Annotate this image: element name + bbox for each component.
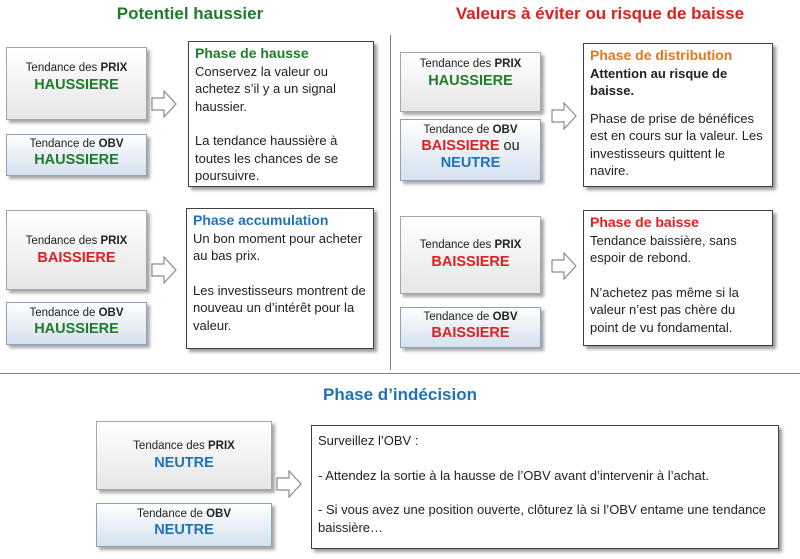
arrow-right-icon	[151, 256, 177, 284]
arrow-right-icon	[551, 102, 577, 130]
obv-box-hausse: Tendance de OBV HAUSSIERE	[6, 134, 147, 176]
phase-title: Phase accumulation	[193, 212, 329, 228]
obv-label: Tendance de OBV	[29, 307, 124, 319]
desc-phase-hausse: Phase de hausse Conservez la valeur ou a…	[188, 41, 374, 187]
vertical-divider	[390, 35, 391, 370]
desc-phase-baisse: Phase de baisse Tendance baissière, sans…	[583, 210, 773, 346]
phase-text: La tendance haussière à toutes les chanc…	[195, 133, 339, 183]
arrow-right-icon	[276, 470, 302, 498]
prix-value: HAUSSIERE	[428, 73, 513, 89]
prix-label: Tendance des PRIX	[419, 239, 522, 251]
obv-box-baisse: Tendance de OBV BAISSIERE	[400, 307, 541, 348]
phase-text: Un bon moment pour acheter au bas prix.	[193, 230, 363, 264]
prix-value: BAISSIERE	[37, 250, 116, 266]
phase-text: N’achetez pas même si la valeur n’est pa…	[590, 284, 739, 335]
prix-value: NEUTRE	[154, 455, 214, 471]
arrow-right-icon	[551, 252, 577, 280]
prix-label: Tendance des PRIX	[25, 62, 128, 74]
prix-label: Tendance des PRIX	[419, 58, 522, 70]
obv-label: Tendance de OBV	[137, 508, 231, 520]
obv-box-distribution: Tendance de OBV BAISSIERE ou NEUTRE	[400, 119, 541, 181]
heading-potentiel-haussier: Potentiel haussier	[116, 4, 264, 23]
prix-value: HAUSSIERE	[34, 77, 119, 93]
prix-box-hausse: Tendance des PRIX HAUSSIERE	[6, 47, 147, 120]
heading-valeurs-a-eviter: Valeurs à éviter ou risque de baisse	[455, 4, 745, 23]
obv-value-ou: ou	[499, 138, 520, 154]
desc-phase-distribution: Phase de distribution Attention au risqu…	[583, 43, 773, 187]
prix-box-indecision: Tendance des PRIX NEUTRE	[96, 421, 272, 490]
prix-box-accumulation: Tendance des PRIX BAISSIERE	[6, 210, 147, 290]
obv-value: NEUTRE	[154, 522, 214, 538]
obv-value: HAUSSIERE	[34, 321, 119, 337]
obv-box-accumulation: Tendance de OBV HAUSSIERE	[6, 302, 147, 345]
phase-title: Phase de baisse	[590, 214, 699, 230]
obv-value: BAISSIERE	[431, 325, 510, 341]
heading-phase-indecision: Phase d’indécision	[323, 385, 477, 404]
phase-text: Les investisseurs montrent de nouveau un…	[193, 282, 366, 333]
horizontal-divider	[0, 373, 800, 374]
obv-value-line1: BAISSIERE ou	[401, 138, 540, 154]
obv-value-neutre: NEUTRE	[440, 155, 501, 171]
prix-box-distribution: Tendance des PRIX HAUSSIERE	[400, 52, 541, 112]
obv-box-indecision: Tendance de OBV NEUTRE	[96, 503, 272, 547]
prix-box-baisse: Tendance des PRIX BAISSIERE	[400, 216, 541, 294]
phase-subtitle: Attention au risque de baisse.	[590, 65, 728, 99]
phase-text: - Attendez la sortie à la hausse de l’OB…	[318, 467, 709, 483]
obv-label: Tendance de OBV	[423, 311, 518, 323]
prix-label: Tendance des PRIX	[25, 235, 128, 247]
desc-phase-indecision: Surveillez l’OBV : - Attendez la sortie …	[311, 425, 779, 549]
obv-value-baissiere: BAISSIERE	[421, 138, 500, 154]
arrow-right-icon	[151, 90, 177, 118]
phase-text: Conservez la valeur ou achetez s’il y a …	[195, 63, 336, 114]
obv-label: Tendance de OBV	[29, 138, 124, 150]
phase-text: Phase de prise de bénéfices est en cours…	[590, 110, 763, 179]
phase-text: - Si vous avez une position ouverte, clô…	[318, 502, 767, 535]
obv-value: HAUSSIERE	[34, 152, 119, 168]
desc-phase-accumulation: Phase accumulation Un bon moment pour ac…	[186, 208, 374, 349]
phase-title: Phase de distribution	[590, 47, 733, 63]
obv-label: Tendance de OBV	[423, 124, 518, 136]
prix-label: Tendance des PRIX	[133, 440, 235, 452]
phase-text: Tendance baissière, sans espoir de rebon…	[590, 232, 737, 266]
phase-title: Phase de hausse	[195, 45, 309, 61]
phase-text: Surveillez l’OBV :	[318, 433, 419, 448]
prix-value: BAISSIERE	[431, 254, 510, 270]
